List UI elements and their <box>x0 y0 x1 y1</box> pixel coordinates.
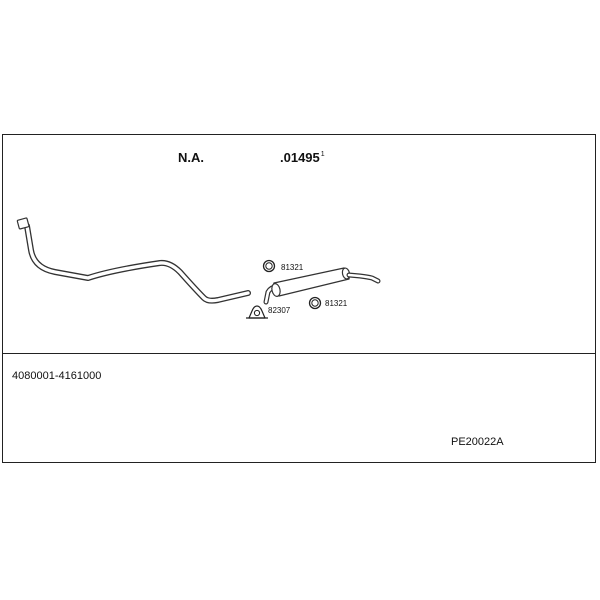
ring-top-label: 81321 <box>281 263 304 272</box>
footer-divider <box>2 353 596 354</box>
part-number: .014951 <box>280 151 325 164</box>
rubber-ring-bottom-icon <box>308 296 322 310</box>
front-pipe <box>16 217 251 304</box>
clamp-label: 82307 <box>268 306 291 315</box>
kit-code: PE20022A <box>451 436 504 448</box>
diagram-frame <box>2 134 596 463</box>
serial-range: 4080001-4161000 <box>12 370 102 382</box>
part-number-value: .01495 <box>280 150 320 165</box>
ring-bottom-label: 81321 <box>325 299 348 308</box>
part-number-superscript: 1 <box>320 151 325 158</box>
rubber-ring-top-icon <box>262 259 276 273</box>
rear-silencer <box>263 267 381 305</box>
na-label: N.A. <box>178 150 204 165</box>
clamp-icon <box>246 305 268 319</box>
